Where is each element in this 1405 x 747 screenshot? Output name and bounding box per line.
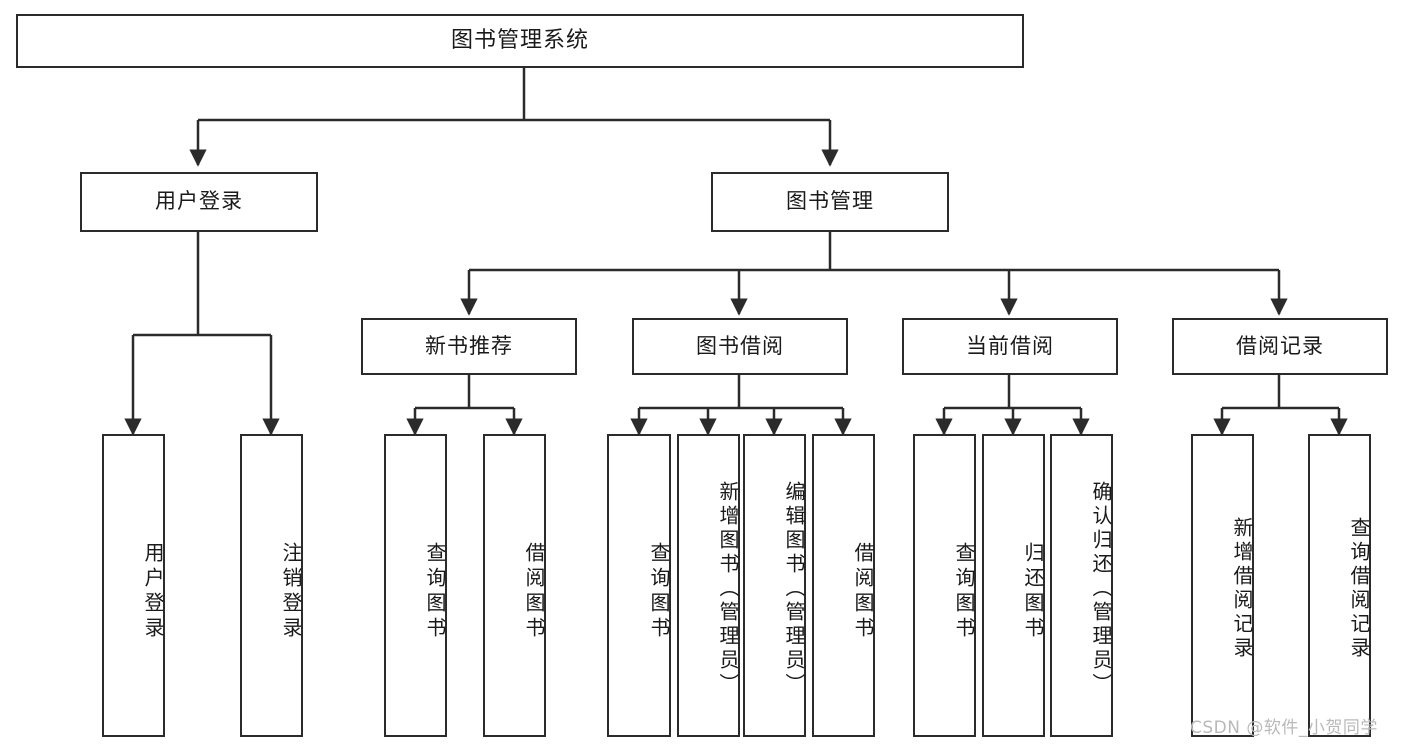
leaf-borrow-record-query-record[interactable]: 查询借阅记录 xyxy=(1308,434,1371,737)
leaf-user-login-login[interactable]: 用户登录 xyxy=(102,434,165,737)
node-current-borrowing[interactable]: 当前借阅 xyxy=(902,318,1118,375)
leaf-book-borrow-borrow-books[interactable]: 借阅图书 xyxy=(812,434,875,737)
node-label: 借阅图书 xyxy=(851,541,875,642)
node-book-borrowing[interactable]: 图书借阅 xyxy=(632,318,848,375)
node-label: 用户登录 xyxy=(141,541,165,642)
node-label: 借阅图书 xyxy=(522,541,546,642)
node-label: 查询图书 xyxy=(423,541,447,642)
leaf-current-borrow-confirm-return-admin[interactable]: 确认归还（管理员） xyxy=(1050,434,1113,737)
node-label: 用户登录 xyxy=(155,189,243,214)
leaf-borrow-record-add-record[interactable]: 新增借阅记录 xyxy=(1191,434,1254,737)
node-new-book-recommendation[interactable]: 新书推荐 xyxy=(361,318,577,375)
node-root-book-management-system[interactable]: 图书管理系统 xyxy=(16,14,1024,68)
leaf-user-login-logout[interactable]: 注销登录 xyxy=(240,434,303,737)
node-label: 图书管理 xyxy=(786,189,874,214)
leaf-new-book-borrow-books[interactable]: 借阅图书 xyxy=(483,434,546,737)
node-label: 新增借阅记录 xyxy=(1230,516,1254,661)
leaf-current-borrow-return-books[interactable]: 归还图书 xyxy=(982,434,1045,737)
node-borrowing-record[interactable]: 借阅记录 xyxy=(1172,318,1388,375)
node-label: 当前借阅 xyxy=(966,333,1054,358)
node-label: 查询借阅记录 xyxy=(1347,516,1371,661)
leaf-current-borrow-query-books[interactable]: 查询图书 xyxy=(913,434,976,737)
node-label: 确认归还（管理员） xyxy=(1089,480,1113,697)
node-label: 归还图书 xyxy=(1021,541,1045,642)
node-label: 编辑图书（管理员） xyxy=(782,480,806,697)
node-label: 查询图书 xyxy=(647,541,671,642)
leaf-book-borrow-edit-book-admin[interactable]: 编辑图书（管理员） xyxy=(743,434,806,737)
leaf-new-book-query-books[interactable]: 查询图书 xyxy=(384,434,447,737)
leaf-book-borrow-add-book-admin[interactable]: 新增图书（管理员） xyxy=(677,434,740,737)
node-label: 注销登录 xyxy=(279,541,303,642)
node-book-management[interactable]: 图书管理 xyxy=(711,172,949,232)
node-label: 查询图书 xyxy=(952,541,976,642)
node-label: 借阅记录 xyxy=(1236,333,1324,358)
node-label: 图书管理系统 xyxy=(450,27,589,53)
node-label: 新书推荐 xyxy=(425,333,513,358)
leaf-book-borrow-query-books[interactable]: 查询图书 xyxy=(607,434,671,737)
node-label: 新增图书（管理员） xyxy=(716,480,740,697)
node-label: 图书借阅 xyxy=(696,333,784,358)
node-user-login[interactable]: 用户登录 xyxy=(80,172,318,232)
